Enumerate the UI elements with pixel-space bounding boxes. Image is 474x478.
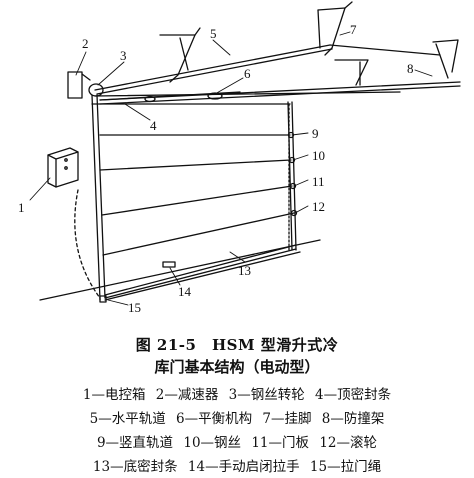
legend-row-3: 9—竖直轨道 10—钢丝 11—门板 12—滚轮 bbox=[0, 431, 474, 451]
figure-title-line-1: 图 21-5 HSM 型滑升式冷 bbox=[135, 336, 339, 354]
leader-lines bbox=[29, 31, 433, 306]
pull-rope bbox=[74, 189, 101, 299]
reducer bbox=[67, 71, 91, 99]
callout-6: 6 bbox=[244, 66, 251, 81]
callout-14: 14 bbox=[178, 284, 192, 299]
wire-pulley bbox=[88, 83, 104, 97]
hanger-bracket-3 bbox=[334, 59, 369, 86]
callout-3: 3 bbox=[120, 48, 127, 63]
legend-item: 7—挂脚 bbox=[262, 411, 312, 427]
bottom-seal bbox=[39, 239, 321, 301]
figure-title-line-2: 库门基本结构（电动型） bbox=[154, 358, 320, 376]
callout-5: 5 bbox=[210, 26, 217, 41]
legend-row-1: 1—电控箱 2—减速器 3—钢丝转轮 4—顶密封条 bbox=[0, 383, 474, 403]
callout-4: 4 bbox=[150, 118, 157, 133]
callout-12: 12 bbox=[312, 199, 325, 214]
legend-item: 3—钢丝转轮 bbox=[228, 387, 305, 403]
legend-row-4: 13—底密封条 14—手动启闭拉手 15—拉门绳 bbox=[0, 455, 474, 475]
hanger-bracket-2 bbox=[317, 1, 353, 56]
callout-13: 13 bbox=[238, 263, 251, 278]
manual-pull-handle bbox=[162, 261, 176, 268]
legend-item: 11—门板 bbox=[251, 435, 310, 451]
legend-item: 4—顶密封条 bbox=[315, 387, 392, 403]
callout-2: 2 bbox=[82, 36, 89, 51]
hanger-bracket-4 bbox=[432, 39, 459, 79]
legend-item: 2—减速器 bbox=[155, 387, 219, 403]
callout-11: 11 bbox=[312, 174, 325, 189]
legend-item: 13—底密封条 bbox=[92, 459, 178, 475]
legend-item: 1—电控箱 bbox=[82, 387, 146, 403]
legend-item: 5—水平轨道 bbox=[89, 411, 166, 427]
legend-item: 10—钢丝 bbox=[183, 435, 242, 451]
hanger-bracket-1 bbox=[159, 27, 201, 83]
control-box bbox=[47, 147, 79, 188]
horizontal-track bbox=[94, 44, 461, 105]
callout-7: 7 bbox=[350, 22, 357, 37]
door-panels bbox=[99, 134, 297, 299]
callout-15: 15 bbox=[128, 300, 141, 315]
legend-item: 15—拉门绳 bbox=[309, 459, 382, 475]
callout-9: 9 bbox=[312, 126, 319, 141]
callout-labels: 1 2 3 4 5 6 7 8 9 10 11 12 13 14 15 bbox=[18, 22, 414, 315]
callout-1: 1 bbox=[18, 200, 25, 215]
legend-item: 14—手动启闭拉手 bbox=[187, 459, 300, 475]
legend-row-2: 5—水平轨道 6—平衡机构 7—挂脚 8—防撞架 bbox=[0, 407, 474, 427]
legend-item: 9—竖直轨道 bbox=[96, 435, 174, 451]
vertical-track bbox=[91, 94, 297, 301]
callout-8: 8 bbox=[407, 61, 414, 76]
callout-10: 10 bbox=[312, 148, 325, 163]
legend-item: 8—防撞架 bbox=[321, 411, 385, 427]
legend-item: 12—滚轮 bbox=[319, 435, 378, 451]
rope-anchor bbox=[99, 295, 107, 303]
legend-item: 6—平衡机构 bbox=[176, 411, 253, 427]
door-structure-drawing: 1 2 3 4 5 6 7 8 9 10 11 12 13 14 15 bbox=[18, 1, 461, 315]
